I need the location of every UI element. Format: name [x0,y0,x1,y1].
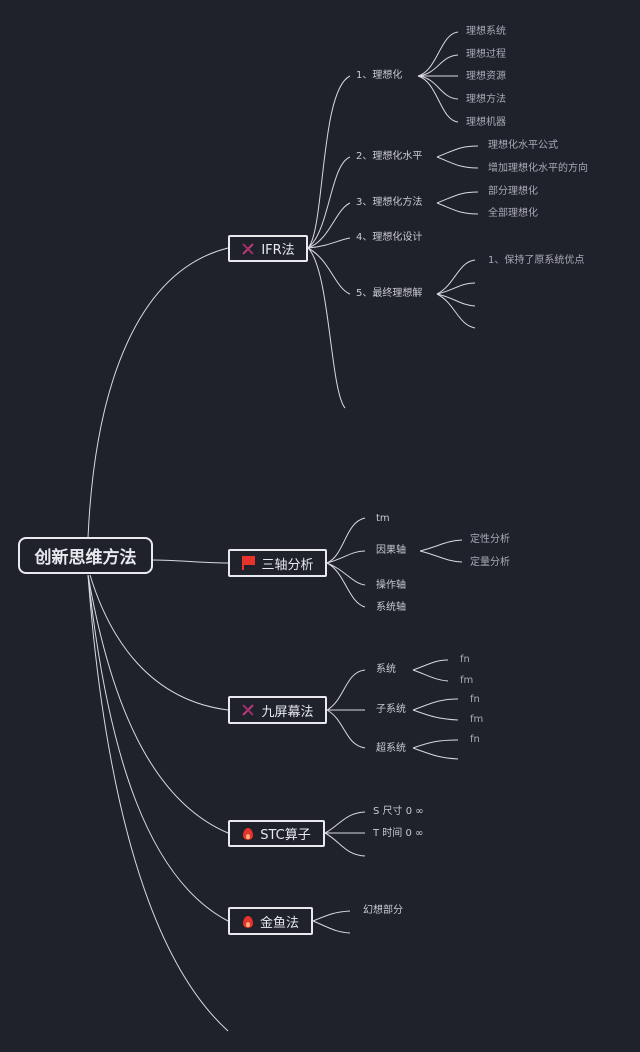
leaf-label[interactable]: fn [470,694,480,705]
connector [307,237,351,249]
connector [87,574,229,922]
topic-goldfish[interactable]: 金鱼法 [228,907,313,935]
subtopic-label[interactable]: tm [376,513,390,524]
connector [326,562,366,586]
subtopic-label[interactable]: 幻想部分 [363,905,403,916]
connector [307,247,351,295]
subtopic-label[interactable]: 因果轴 [376,545,406,556]
connector [436,156,479,169]
leaf-label[interactable]: 1、保持了原系统优点 [488,255,585,266]
connector [307,156,351,249]
root-node[interactable]: 创新思维方法 [18,537,153,574]
topic-goldfish-label: 金鱼法 [259,915,299,931]
topic-three-axis[interactable]: 三轴分析 [228,549,327,577]
subtopic-label[interactable]: S 尺寸 0 ∞ [373,806,424,817]
topic-three-axis-label: 三轴分析 [261,557,314,573]
subtopic-label[interactable]: 超系统 [376,743,406,754]
topic-ifr-label: IFR法 [261,243,295,258]
connector [312,920,351,934]
connector [417,31,459,77]
topic-stc[interactable]: STC算子 [228,820,325,847]
subtopic-label[interactable]: 2、理想化水平 [356,151,423,162]
connector [436,293,476,307]
subtopic-label[interactable]: T 时间 0 ∞ [373,828,424,839]
connector [87,574,229,834]
leaf-label[interactable]: 理想系统 [466,26,506,37]
connector [326,550,366,564]
connector [436,293,476,329]
connector [436,202,479,215]
leaf-label[interactable]: 定量分析 [470,557,510,568]
leaf-label[interactable]: 理想机器 [466,117,506,128]
connector [412,739,459,749]
connector [312,910,351,922]
subtopic-label[interactable]: 系统 [376,664,396,675]
connector [436,282,476,295]
subtopic-label[interactable]: 4、理想化设计 [356,232,423,243]
tools-icon [241,703,255,717]
connector [307,75,351,249]
leaf-label[interactable]: 部分理想化 [488,186,538,197]
tools-icon [241,242,255,256]
connector [151,559,229,564]
connector [419,550,463,563]
topic-ifr[interactable]: IFR法 [228,235,308,262]
leaf-label[interactable]: 全部理想化 [488,208,538,219]
leaf-label[interactable]: 理想方法 [466,94,506,105]
connector [436,191,479,204]
leaf-label[interactable]: 理想资源 [466,71,506,82]
connector [326,517,366,564]
connector [436,145,479,158]
connector [307,247,346,409]
topic-stc-label: STC算子 [260,828,311,843]
root-label: 创新思维方法 [34,548,137,568]
connector [412,669,449,682]
connector [324,811,366,834]
topic-nine-screen[interactable]: 九屏幕法 [228,696,327,724]
topic-nine-screen-label: 九屏幕法 [261,704,314,720]
connector [87,247,229,539]
connector [417,54,459,77]
subtopic-label[interactable]: 系统轴 [376,602,406,613]
connector [412,659,449,671]
connector [412,698,459,711]
connector [307,202,351,249]
connector [324,832,366,857]
subtopic-label[interactable]: 1、理想化 [356,70,403,81]
leaf-label[interactable]: 增加理想化水平的方向 [488,163,588,174]
fire-icon [242,914,254,929]
connector [417,75,459,123]
flag-icon [241,556,256,570]
connector [326,562,366,608]
leaf-label[interactable]: fn [470,734,480,745]
fire-icon [242,826,254,841]
connector [87,574,229,1032]
connector [412,709,459,721]
subtopic-label[interactable]: 5、最终理想解 [356,288,423,299]
connector [419,539,463,552]
connector [89,574,229,711]
leaf-label[interactable]: fm [470,714,484,725]
leaf-label[interactable]: 理想化水平公式 [488,140,558,151]
leaf-label[interactable]: fn [460,654,470,665]
connector [417,75,459,100]
connector [326,669,366,711]
connector [412,747,459,760]
connector [326,709,366,749]
leaf-label[interactable]: fm [460,675,474,686]
connector [436,259,476,295]
leaf-label[interactable]: 理想过程 [466,49,506,60]
leaf-label[interactable]: 定性分析 [470,534,510,545]
subtopic-label[interactable]: 3、理想化方法 [356,197,423,208]
subtopic-label[interactable]: 操作轴 [376,580,406,591]
subtopic-label[interactable]: 子系统 [376,704,406,715]
